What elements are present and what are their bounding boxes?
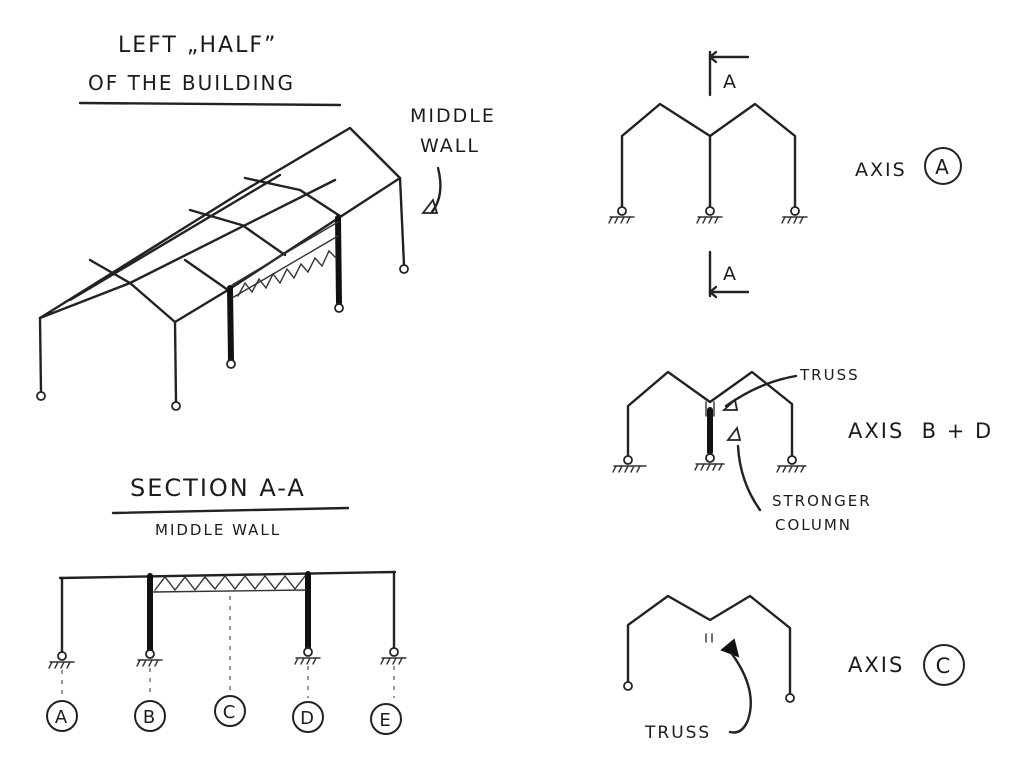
- section-underline: [111, 506, 350, 515]
- section-a-a-block: SECTION A-A MIDDLE WALL: [46, 474, 407, 735]
- axis-bubble-c: C: [214, 695, 246, 727]
- axis-label-b: B: [143, 707, 157, 728]
- roof-divider-5: [188, 208, 247, 228]
- section-supports: [48, 647, 407, 669]
- arrow-head: [708, 50, 718, 64]
- column-front-middle: [173, 320, 178, 404]
- stronger-column-back: [335, 215, 342, 306]
- title-line-1: LEFT „HALF”: [118, 33, 277, 58]
- roof-divider-6: [243, 176, 302, 192]
- section-truss-bottom-chord: [151, 589, 307, 593]
- axis-bubble-b: B: [134, 700, 166, 732]
- middle-wall-note-line-1: MIDDLE: [410, 105, 496, 127]
- axis-bubble-e: E: [370, 703, 402, 735]
- roof-divider-3: [243, 225, 287, 257]
- axis-c-truss-pointer: [728, 652, 752, 734]
- axis-c-bubble: [923, 644, 965, 686]
- axis-c-truss-label: TRUSS: [644, 723, 711, 743]
- section-marker-bottom: A: [723, 263, 738, 285]
- section-subtitle: MIDDLE WALL: [155, 521, 281, 539]
- column-front-left: [38, 316, 43, 394]
- arrow-head: [421, 198, 439, 214]
- support-node: [399, 264, 409, 274]
- axis-label-c: C: [223, 702, 238, 723]
- axis-bd-column-label-1: STRONGER: [772, 492, 872, 510]
- axis-bd-column-pointer: [736, 444, 762, 512]
- building-isometric-sketch: MIDDLE WALL: [36, 105, 496, 411]
- axis-a-frame: A A AXIS A: [608, 50, 962, 299]
- stronger-column-front: [227, 285, 234, 363]
- axis-a-label: AXIS: [855, 159, 907, 181]
- roof-ridge-line: [68, 173, 282, 302]
- axis-bd-frame: TRUSS STRONGER COLUMN AXIS B + D: [612, 366, 993, 534]
- section-marker-top: A: [723, 71, 738, 93]
- section-top-beam: [58, 570, 397, 580]
- axis-c-frame-outline: [626, 594, 792, 696]
- arrow-head: [708, 285, 718, 299]
- axis-label-e: E: [379, 710, 392, 731]
- axis-label-d: D: [300, 708, 316, 729]
- section-truss-web: [154, 574, 306, 592]
- title-underline: [78, 101, 342, 107]
- axis-bd-column-label-2: COLUMN: [775, 516, 852, 534]
- axis-a-supports: [608, 206, 808, 224]
- column-back-right: [398, 176, 406, 267]
- axis-bd-frame-outline: [626, 370, 794, 458]
- support-node: [623, 681, 633, 691]
- support-node: [36, 391, 46, 401]
- support-node: [785, 693, 795, 703]
- support-node: [226, 359, 236, 369]
- middle-wall-truss-3d: [231, 221, 339, 299]
- axis-a-bubble: [924, 147, 962, 185]
- axis-bubble-d: D: [292, 701, 324, 733]
- middle-wall-pointer: [430, 166, 442, 214]
- arrow-head: [720, 638, 740, 658]
- title-line-2: OF THE BUILDING: [88, 71, 295, 95]
- roof-divider-2: [183, 258, 230, 292]
- axis-a-frame-outline: [620, 102, 797, 209]
- middle-wall-note-line-2: WALL: [420, 135, 480, 157]
- arrow-head: [721, 398, 739, 411]
- axis-c-label: AXIS: [848, 653, 904, 677]
- roof-divider-4: [298, 188, 342, 218]
- axis-a-name: A: [935, 155, 951, 179]
- axis-bd-truss-label: TRUSS: [799, 366, 860, 384]
- title-block: LEFT „HALF” OF THE BUILDING: [78, 33, 342, 107]
- axis-label-a: A: [55, 707, 69, 728]
- axis-bubble-a: A: [46, 700, 78, 732]
- axis-bd-supports: [612, 453, 807, 473]
- arrow-head: [726, 425, 742, 441]
- roof-outline: [38, 126, 402, 324]
- support-node: [171, 401, 181, 411]
- roof-divider-1: [88, 258, 132, 285]
- axis-bd-label: AXIS B + D: [848, 419, 993, 443]
- roof-valley-line: [128, 178, 337, 285]
- section-title: SECTION A-A: [130, 474, 306, 502]
- axis-c-frame: TRUSS AXIS C: [623, 594, 965, 743]
- axis-c-name: C: [936, 654, 953, 678]
- support-node: [334, 303, 344, 313]
